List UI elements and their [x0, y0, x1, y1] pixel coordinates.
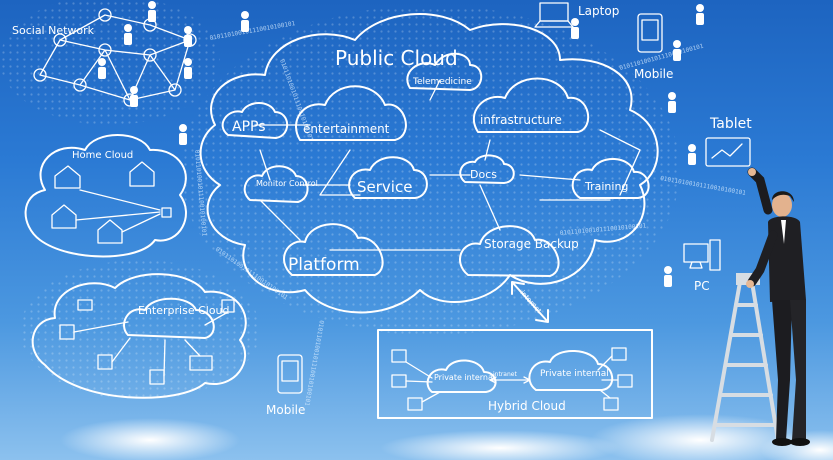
enterprise-cloud: Enterprise Cloud	[31, 273, 247, 399]
svg-text:Enterprise Cloud: Enterprise Cloud	[138, 304, 230, 317]
svg-text:Home Cloud: Home Cloud	[72, 150, 133, 161]
service-cloud: Service	[348, 156, 428, 199]
hybrid-cloud-box: Private internal Private internal intran…	[377, 329, 653, 419]
docs-cloud: Docs	[459, 154, 515, 184]
social-network-label: Social Network	[12, 24, 95, 37]
telemedicine-cloud: Telemedicine	[406, 52, 483, 91]
svg-text:APPs: APPs	[232, 119, 266, 135]
svg-text:Telemedicine: Telemedicine	[412, 77, 472, 87]
svg-text:Private internal: Private internal	[434, 373, 495, 382]
home-cloud: Home Cloud	[24, 134, 187, 258]
ladder	[710, 273, 780, 442]
platform-cloud: Platform	[283, 223, 384, 276]
monitor-control-cloud: Monitor Control	[243, 165, 318, 203]
svg-text:Monitor Control: Monitor Control	[256, 179, 318, 188]
social-network-graph	[33, 1, 197, 107]
public-cloud-title: Public Cloud	[335, 46, 458, 70]
tablet-label: Tablet	[709, 116, 752, 132]
person-icons	[98, 1, 192, 107]
pc-label: PC	[694, 279, 710, 293]
svg-text:entertainment: entertainment	[303, 122, 390, 136]
svg-text:Service: Service	[357, 178, 412, 196]
mobile-phone-icon-bottom	[277, 354, 303, 394]
svg-text:intranet: intranet	[493, 371, 517, 378]
svg-text:Docs: Docs	[470, 168, 497, 181]
svg-text:Training: Training	[584, 180, 628, 193]
svg-text:Hybrid Cloud: Hybrid Cloud	[488, 399, 566, 413]
tablet-icon	[705, 137, 751, 167]
mobile-top-label: Mobile	[634, 67, 673, 81]
svg-text:Platform: Platform	[288, 255, 360, 275]
storage-backup-cloud: Storage Backup	[459, 225, 579, 277]
house-icons	[51, 161, 172, 244]
person-icon-group	[179, 4, 704, 287]
laptop-icon	[534, 2, 574, 28]
building-icons	[59, 299, 235, 385]
hybrid-building-icons	[391, 347, 633, 411]
apps-cloud: APPs	[221, 102, 289, 139]
svg-text:010110100101110010100101: 010110100101110010100101	[303, 320, 325, 407]
businessman	[746, 167, 810, 446]
cloud-connector-lines	[254, 79, 641, 251]
entertainment-cloud: entertainment	[295, 85, 407, 141]
pc-icon	[683, 239, 721, 271]
mobile-bottom-label: Mobile	[266, 403, 305, 417]
public-cloud-outline	[199, 13, 659, 314]
svg-text:Private internal: Private internal	[540, 369, 609, 379]
storage-line: Storage Backup	[484, 237, 579, 251]
laptop-label: Laptop	[578, 4, 619, 18]
infrastructure-cloud: infrastructure	[472, 77, 590, 133]
mobile-phone-icon	[637, 13, 663, 53]
svg-text:infrastructure: infrastructure	[480, 113, 562, 127]
training-cloud: Training	[571, 157, 650, 199]
